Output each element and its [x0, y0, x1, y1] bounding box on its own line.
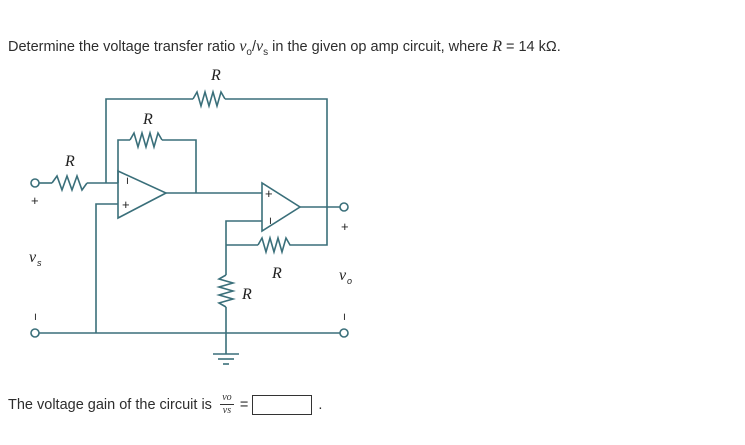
opamp1-plus: +	[122, 197, 130, 212]
wire-opamp1-plus	[95, 203, 118, 333]
question-value: = 14 kΩ.	[501, 39, 561, 55]
label-r-in: R	[64, 153, 75, 170]
answer-input[interactable]	[252, 394, 313, 415]
src-label-sub: s	[37, 258, 42, 268]
terminal-input-bottom	[30, 328, 40, 338]
gain-frac-num: vo	[222, 392, 232, 403]
opamp-2	[261, 181, 302, 233]
opamp-1	[117, 169, 168, 220]
ratio-den: v	[256, 38, 264, 55]
opamp2-minus: −	[263, 217, 278, 225]
resistor-right	[257, 235, 310, 255]
out-label: v	[339, 267, 347, 284]
question-prefix: Determine the voltage transfer ratio	[8, 39, 240, 55]
ratio-num-sub: o	[246, 46, 252, 58]
opamp1-minus: −	[120, 177, 135, 185]
out-plus: +	[341, 219, 349, 234]
resistor-top	[192, 89, 226, 109]
out-minus: −	[337, 313, 352, 321]
out-label-sub: o	[347, 276, 352, 286]
trailing-period: .	[318, 396, 323, 413]
resistor-inner	[129, 130, 163, 150]
answer-row: The voltage gain of the circuit is vo vs…	[8, 393, 322, 416]
wire-inner-right	[162, 139, 197, 193]
answer-prompt-text: The voltage gain of the circuit is	[8, 396, 212, 413]
label-r-right: R	[271, 265, 282, 282]
question-middle: in the given op amp circuit, where	[268, 39, 493, 55]
ratio-den-sub: s	[263, 46, 269, 58]
terminal-output-top	[339, 202, 349, 212]
gain-fraction: vo vs	[219, 392, 234, 416]
ratio-num: v	[239, 38, 247, 55]
terminal-output-bottom	[339, 328, 349, 338]
wire-top-right	[225, 98, 328, 246]
ratio-sep: /	[251, 39, 257, 55]
question-var: R	[492, 38, 502, 55]
terminal-input-top	[30, 178, 40, 188]
wire-top-left	[105, 98, 193, 183]
src-plus: +	[31, 193, 39, 208]
opamp2-plus: +	[265, 186, 273, 201]
gain-frac-bar	[219, 404, 234, 405]
label-r-mid: R	[142, 111, 153, 128]
resistor-input	[51, 173, 88, 193]
gain-frac-den: vs	[222, 405, 232, 416]
equals-sign: =	[239, 396, 249, 413]
src-minus: −	[28, 313, 43, 321]
question-text: Determine the voltage transfer ratio vo/…	[8, 38, 561, 58]
label-r-top: R	[210, 67, 221, 84]
resistor-vertical	[216, 274, 236, 308]
wire-opamp2-minus	[225, 220, 262, 245]
label-r-vert: R	[241, 286, 252, 303]
wire-inner-left	[117, 139, 130, 183]
src-label: v	[29, 249, 37, 266]
